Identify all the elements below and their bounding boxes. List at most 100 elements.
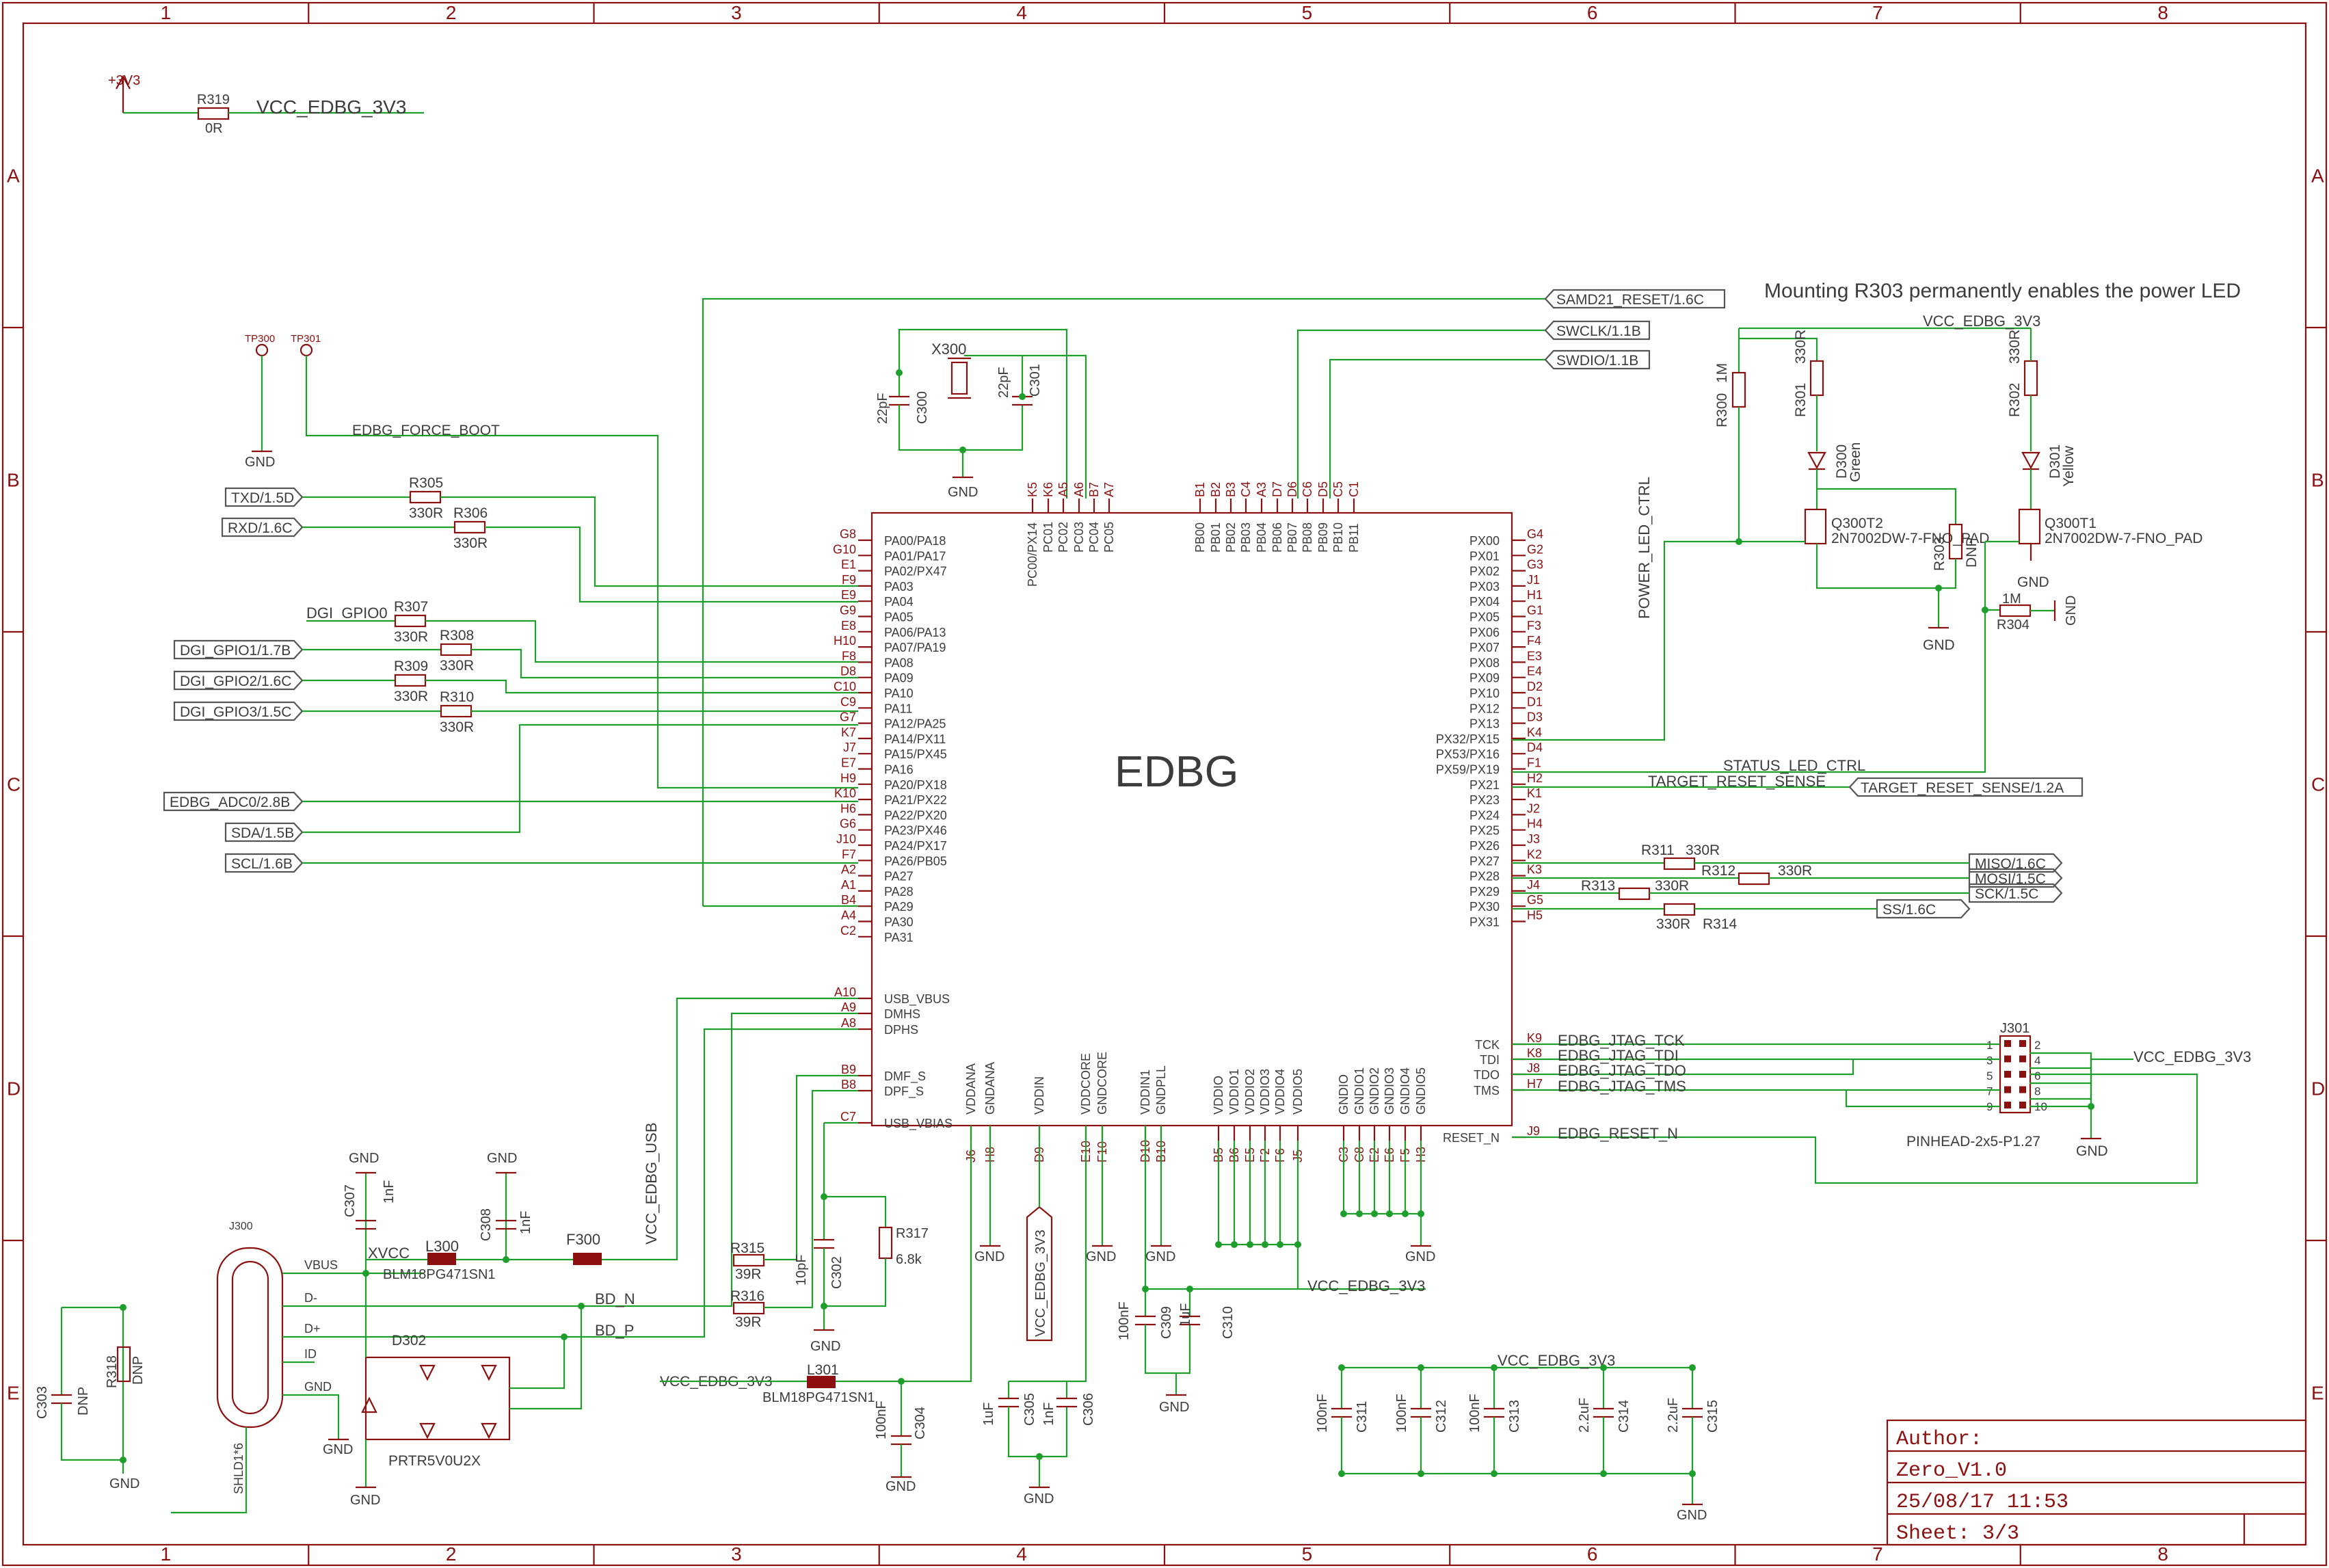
chip-left-pin-number: H10 — [834, 634, 856, 648]
usb-pin-label: D+ — [304, 1322, 321, 1336]
chip-usb-pin-number: A8 — [841, 1016, 856, 1030]
j301-name: J301 — [2000, 1021, 2029, 1036]
chip-right-pin-name: PX13 — [1469, 717, 1500, 731]
r304-gnd: GND — [2064, 596, 2079, 626]
chip-right-pin-name: PX31 — [1469, 916, 1500, 929]
c302-value: 10pF — [794, 1254, 809, 1286]
frame-col-top: 4 — [1016, 2, 1027, 23]
c307-gnd: GND — [349, 1151, 379, 1166]
chip-right-pin-number: J1 — [1527, 573, 1540, 587]
jtag-net-label: EDBG_JTAG_TDO — [1558, 1062, 1686, 1079]
jtag-pad-number: 2 — [2034, 1039, 2040, 1052]
chip-top-pin-name: PC00/PX14 — [1026, 522, 1039, 587]
chip-right-pin-number: G4 — [1527, 527, 1543, 541]
dgi-gpio0-net: DGI_GPIO0 — [306, 604, 388, 622]
chip-top-pin-name: PB03 — [1239, 522, 1253, 553]
c307-value: 1nF — [382, 1180, 397, 1204]
frame-row-left: C — [7, 774, 21, 795]
frame-col-top: 5 — [1302, 2, 1313, 23]
crystal-block: X300 GND 22pF C300 22pF C301 — [875, 328, 1087, 500]
chip-top-pin-name: PC01 — [1041, 522, 1055, 553]
chip-left-pin-number: K7 — [841, 726, 856, 739]
j300-name: J300 — [229, 1221, 253, 1232]
chip-left-pin-name: PA02/PX47 — [884, 565, 947, 579]
c305-gnd: GND — [1024, 1491, 1054, 1506]
title-date: 25/08/17 11:53 — [1896, 1491, 2068, 1514]
chip-right-pin-name: PX02 — [1469, 565, 1500, 579]
chip-left-pin-number: J7 — [843, 741, 856, 754]
r302-value: 330R — [2007, 330, 2023, 364]
jtag-pad-number: 8 — [2034, 1085, 2040, 1098]
chip-top-pin-number: K5 — [1026, 482, 1039, 497]
c309-value: 100nF — [1117, 1301, 1132, 1340]
chip-left-pin-number: C10 — [834, 680, 856, 693]
gndpll-gnd: GND — [1145, 1249, 1175, 1264]
chip-jtag-pin-name: TDO — [1474, 1068, 1500, 1082]
d300-color: Green — [1848, 442, 1863, 482]
chip-top-pin-number: D6 — [1286, 481, 1299, 497]
chip-top-pin-number: D7 — [1270, 481, 1284, 497]
chip-bottom-pin-name: GNDIO1 — [1353, 1067, 1366, 1115]
chip-right-pin-number: H1 — [1527, 588, 1543, 602]
test-points: TP300 GND TP301 EDBG_FORCE_BOOT — [245, 333, 858, 789]
chip-left-pin-number: G8 — [840, 527, 856, 541]
q300t1-gnd: GND — [2017, 574, 2049, 590]
chip-jtag-pin-number: K8 — [1527, 1046, 1542, 1060]
resistor-name: R309 — [394, 659, 428, 674]
c309-gnd: GND — [1159, 1400, 1189, 1415]
chip-right-pin-name: PX09 — [1469, 672, 1500, 685]
chip-usb2-pin-number: C7 — [840, 1110, 856, 1124]
chip-bottom-pin-name: VDDCORE — [1079, 1053, 1093, 1115]
chip-right-pin-name: PX06 — [1469, 626, 1500, 639]
bulk-cap-name: C313 — [1507, 1400, 1522, 1433]
chip-bottom-pin-name: GNDIO2 — [1368, 1067, 1381, 1115]
q300t2-name: Q300T2 — [1831, 516, 1883, 531]
chip-right-pin-name: PX21 — [1469, 778, 1500, 792]
chip-right-pin-number: E4 — [1527, 665, 1542, 678]
chip-right-pin-number: D3 — [1527, 710, 1543, 724]
chip-right-pin-name: PX30 — [1469, 900, 1500, 914]
d301-name: D301 — [2047, 444, 2063, 479]
vcc-edbg-led-label: VCC_EDBG_3V3 — [1923, 313, 2040, 330]
chip-usb2-pin-name: USB_VBIAS — [884, 1117, 953, 1131]
frame-col-bottom: 1 — [161, 1543, 172, 1565]
c302-name: C302 — [829, 1256, 844, 1289]
chip-left-pin-name: PA12/PA25 — [884, 717, 946, 731]
chip-right-pin-number: D1 — [1527, 695, 1543, 708]
r318-name: R318 — [105, 1355, 120, 1388]
usb-gnd: GND — [323, 1442, 353, 1457]
gndcore-gnd: GND — [1086, 1249, 1116, 1264]
chip-right-pin-number: G1 — [1527, 604, 1543, 617]
spi-port-label: SCK/1.5C — [1975, 886, 2038, 902]
chip-left-pin-name: PA31 — [884, 931, 914, 944]
chip-left-pin-number: A2 — [841, 863, 856, 877]
chip-usb2-pin-number: B8 — [841, 1078, 856, 1091]
edbg-chip-name: EDBG — [1115, 747, 1238, 796]
r319-value: 0R — [205, 121, 223, 136]
j300-shield: SHLD1*6 — [232, 1443, 245, 1494]
chip-left-pin-name: PA00/PA18 — [884, 534, 946, 548]
r315-name: R315 — [730, 1240, 764, 1256]
led-circuit: Mounting R303 permanently enables the po… — [1512, 280, 2241, 790]
top-right-port-label: SAMD21_RESET/1.6C — [1556, 292, 1704, 308]
chip-right-pin-number: F4 — [1527, 634, 1541, 648]
chip-right-pin-number: E3 — [1527, 649, 1542, 663]
chip-usb2-pin-name: DPF_S — [884, 1085, 924, 1099]
chip-top-pin-name: PB00 — [1193, 522, 1207, 553]
frame-row-right: D — [2311, 1078, 2325, 1100]
r300-value: 1M — [1714, 363, 1730, 383]
jtag-net-label: EDBG_JTAG_TCK — [1558, 1032, 1685, 1049]
chip-right-pin-name: PX28 — [1469, 870, 1500, 883]
chip-reset-pin-number: J9 — [1527, 1124, 1540, 1138]
chip-right-pin-name: PX53/PX16 — [1436, 747, 1500, 761]
chip-right-pin-number: D2 — [1527, 680, 1543, 693]
chip-jtag-pin-number: H7 — [1527, 1077, 1543, 1091]
plus3v3-label: +3V3 — [108, 73, 140, 88]
chip-right-pin-name: PX12 — [1469, 702, 1500, 715]
frame-col-top: 1 — [161, 2, 172, 23]
vcc-edbg-jtag: VCC_EDBG_3V3 — [2133, 1048, 2251, 1065]
chip-right-pin-number: K4 — [1527, 726, 1542, 739]
crystal-gnd: GND — [948, 485, 978, 500]
chip-left-pin-number: J10 — [836, 832, 856, 846]
chip-right-pin-number: H2 — [1527, 771, 1543, 785]
